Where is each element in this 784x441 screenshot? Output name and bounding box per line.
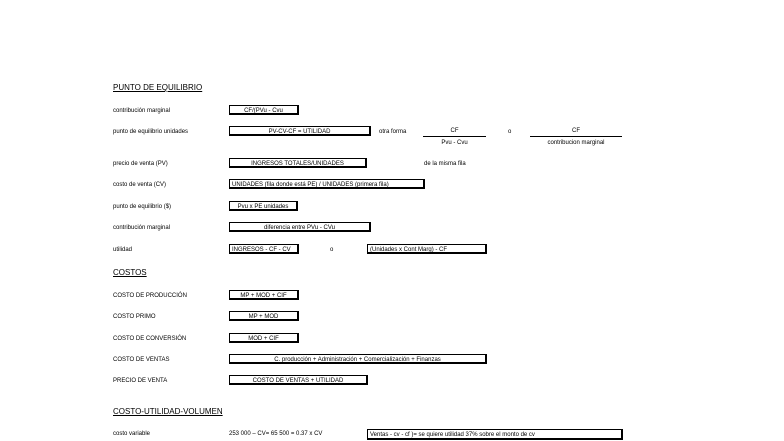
note-text: de la misma fila (424, 161, 466, 167)
row-label: costo variable (113, 431, 151, 437)
formula-cell[interactable]: (Unidades x Cont Marg) - CF (367, 244, 487, 254)
row-label: COSTO DE VENTAS (113, 357, 170, 363)
formula-cell[interactable]: INGRESOS TOTALES/UNIDADES (229, 158, 367, 168)
formula-cell[interactable]: PV-CV-CF = UTILIDAD (229, 126, 371, 136)
formula-cell[interactable]: CF/(PVu - Cvu (229, 105, 299, 115)
or-label: o (508, 129, 512, 135)
fraction-line (423, 136, 486, 137)
fraction-denominator: Pvu - Cvu (441, 140, 468, 146)
formula-cell[interactable]: Pvu x PE unidades (229, 201, 298, 211)
row-label: punto de equilibrio unidades (113, 129, 189, 135)
row-label: utilidad (113, 247, 133, 253)
row-label: COSTO DE CONVERSIÓN (113, 336, 187, 342)
section-title-punto-equilibrio: PUNTO DE EQUILIBRIO (113, 83, 203, 92)
formula-cell[interactable]: diferencia entre PVu - CVu (229, 222, 371, 232)
row-label: PRECIO DE VENTA (113, 378, 168, 384)
fraction-numerator: CF (572, 128, 580, 134)
or-label: o (330, 247, 334, 253)
formula-cell[interactable]: COSTO DE VENTAS + UTILIDAD (229, 375, 368, 385)
row-label: contribución marginal (113, 225, 171, 231)
formula-text: 253 000 – CV= 65 500 = 0.37 x CV (229, 431, 323, 437)
formula-cell[interactable]: INGRESOS - CF - CV (229, 244, 299, 254)
formula-cell[interactable]: MP + MOD (229, 311, 299, 321)
formula-cell[interactable]: MOD + CIF (229, 333, 299, 343)
formula-cell[interactable]: Ventas - cv - cf )= se quiere utilidad 3… (367, 429, 623, 440)
fraction-numerator: CF (450, 128, 459, 134)
section-title-costo-utilidad-volumen: COSTO-UTILIDAD-VOLUMEN (113, 407, 223, 416)
fraction-line (530, 136, 622, 137)
row-label: contribución marginal (113, 108, 171, 114)
row-label: costo de venta (CV) (113, 182, 167, 188)
row-label: COSTO PRIMO (113, 314, 156, 320)
row-label: COSTO DE PRODUCCIÓN (113, 293, 187, 299)
other-form-label: otra forma (379, 129, 407, 135)
row-label: punto de equilibrio ($) (113, 204, 172, 210)
fraction-denominator: contribucion marginal (547, 140, 605, 146)
formula-cell[interactable]: UNIDADES (fila donde está PE) / UNIDADES… (229, 179, 425, 189)
row-label: precio de venta (PV) (113, 161, 168, 167)
formula-cell[interactable]: MP + MOD + CIF (229, 290, 299, 300)
formula-cell[interactable]: C. producción + Administración + Comerci… (229, 354, 487, 364)
section-title-costos: COSTOS (113, 268, 147, 277)
